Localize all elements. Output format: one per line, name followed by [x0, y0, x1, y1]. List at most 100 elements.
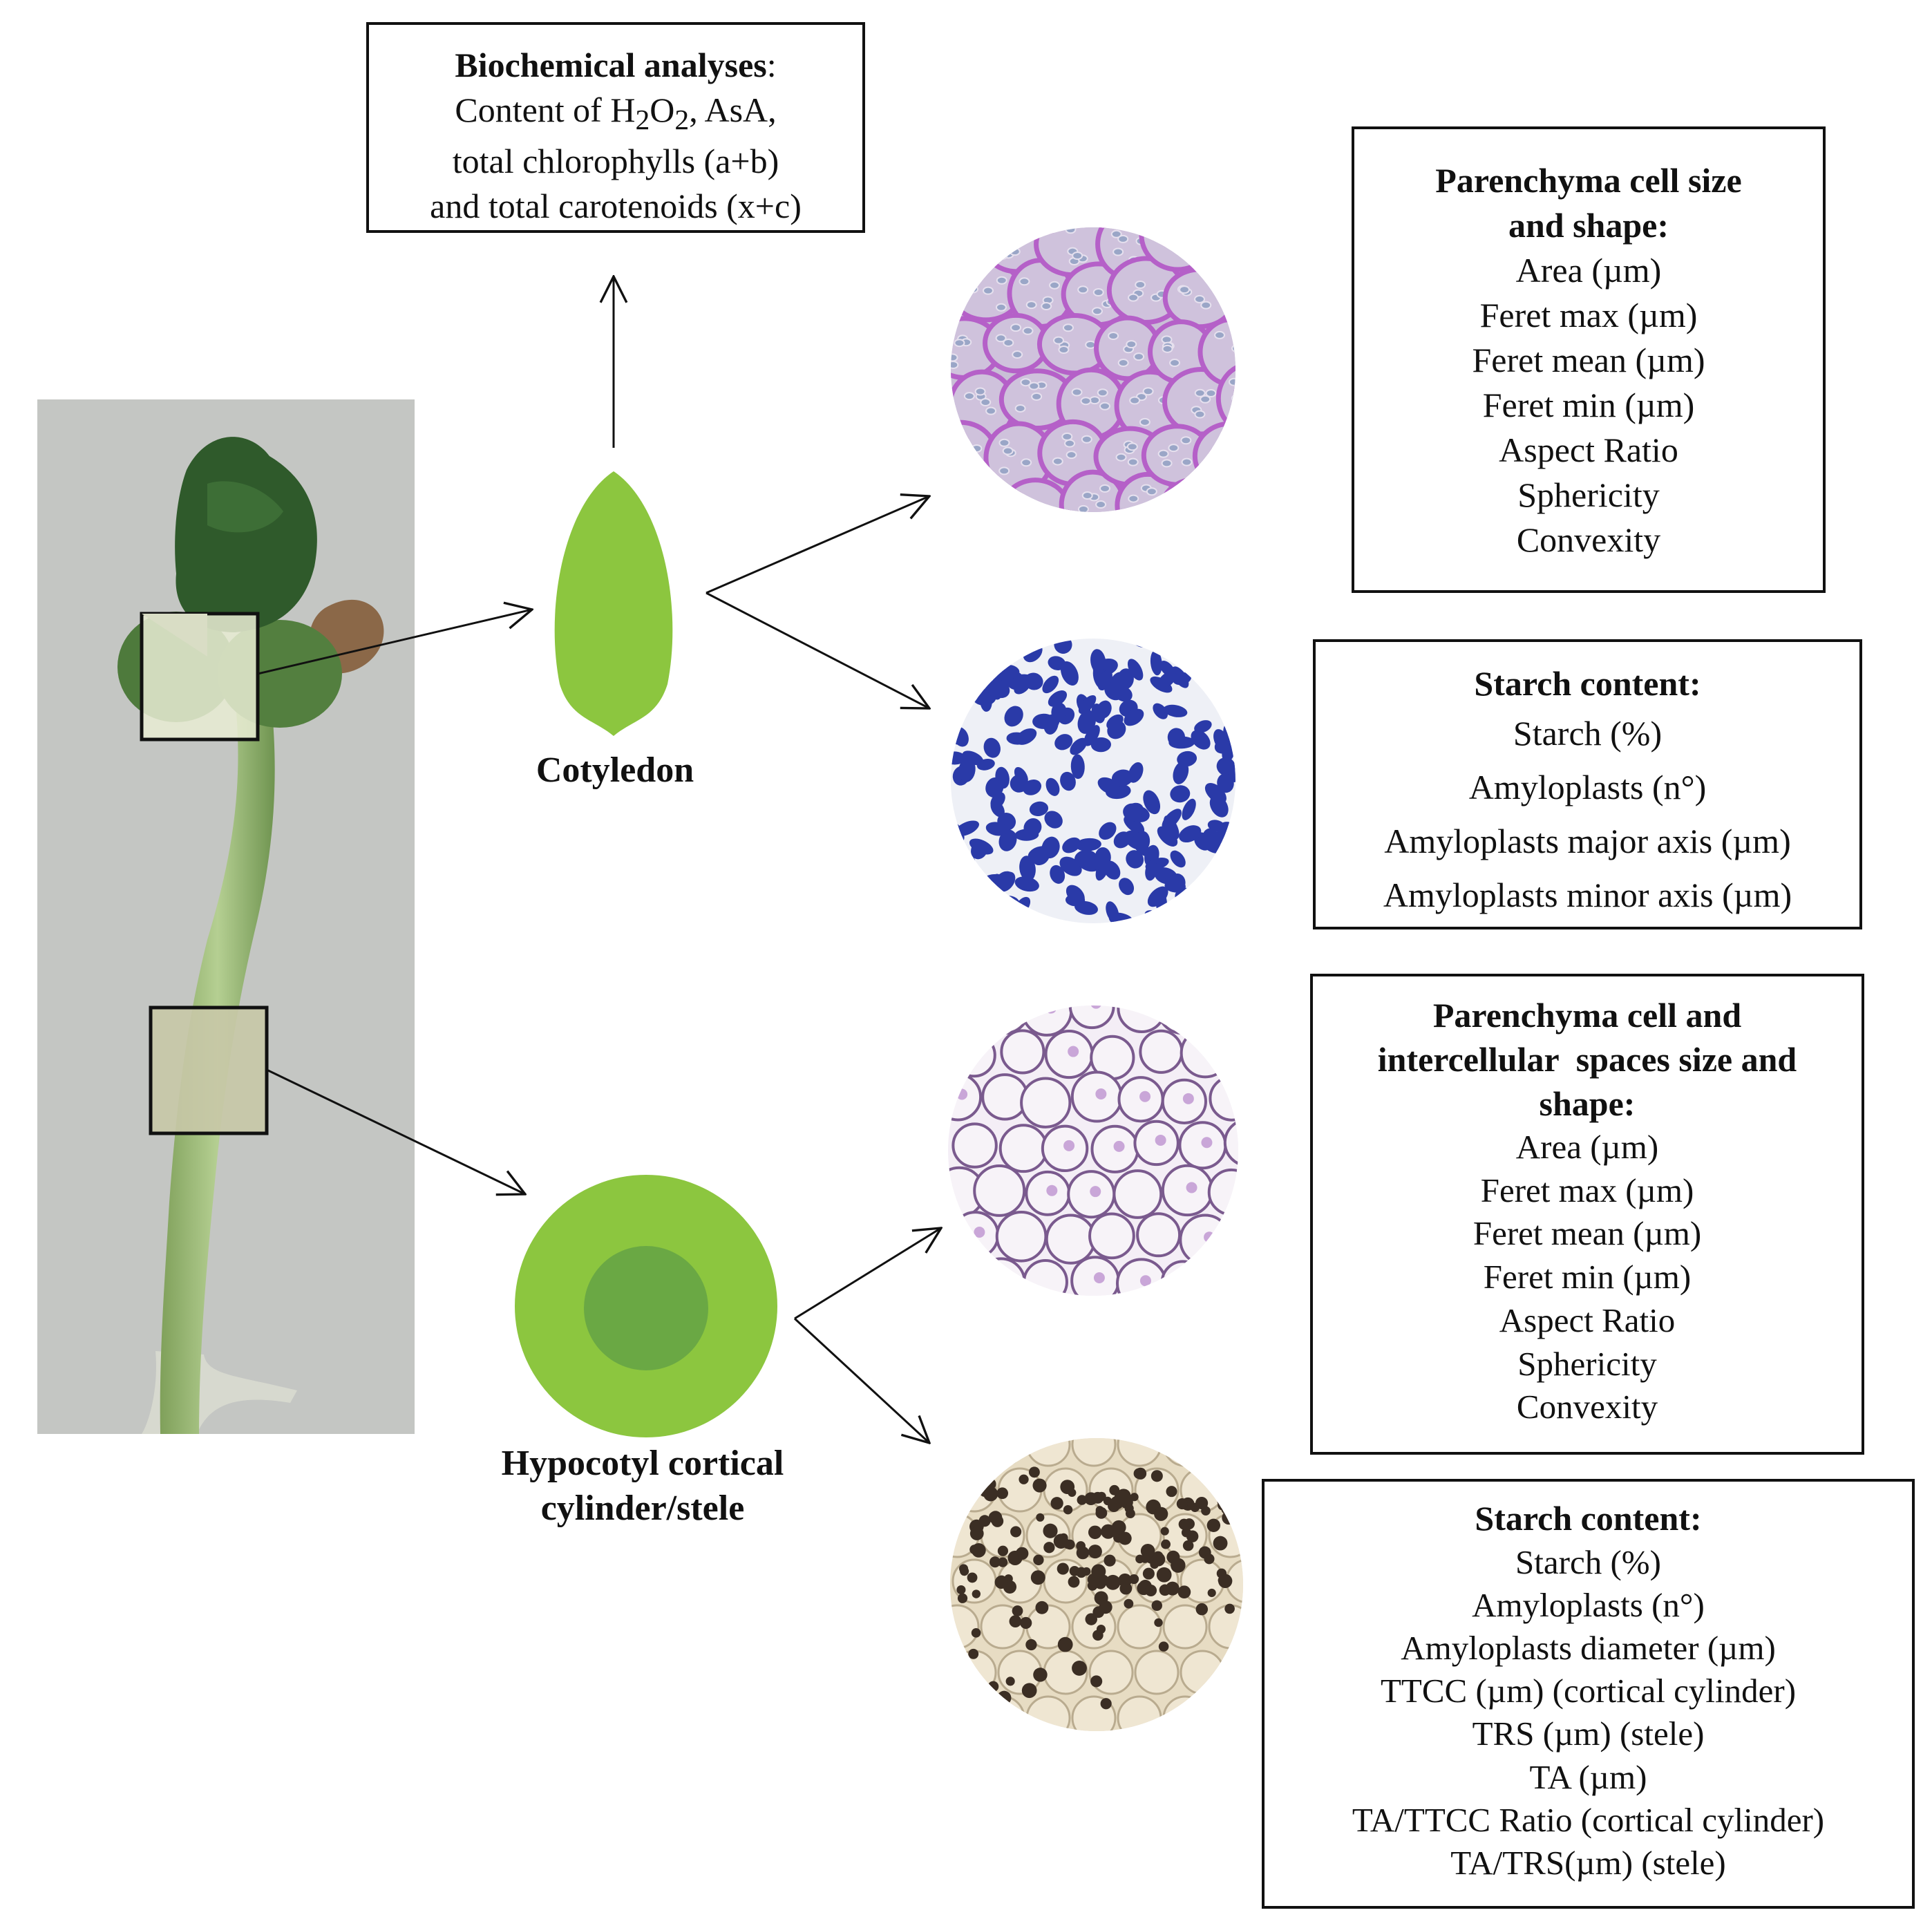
cotyledon-starch-heading: Starch content: [1474, 664, 1701, 703]
amyloplast [976, 892, 1002, 909]
stained-amyloplast [1153, 1551, 1164, 1562]
amyloplast [1106, 901, 1119, 923]
starch-granule [980, 398, 992, 407]
starch-granule [1099, 402, 1110, 410]
stained-amyloplast [1128, 1574, 1139, 1585]
cell-outline [950, 1604, 980, 1650]
stained-amyloplast [1110, 1495, 1124, 1510]
starch-granule [1175, 516, 1185, 522]
amyloplast [1024, 672, 1043, 690]
list-item: TRS (µm) (stele) [1472, 1715, 1705, 1753]
starch-granule [1022, 326, 1034, 335]
amyloplast [1019, 856, 1036, 882]
starch-granule [974, 387, 986, 396]
amyloplast [1045, 777, 1060, 796]
starch-granule [1177, 216, 1186, 223]
starch-granule [1049, 281, 1061, 290]
starch-granule [1041, 302, 1052, 311]
stained-amyloplast [1096, 1624, 1106, 1634]
starch-granule [951, 360, 959, 369]
starch-granule [1247, 277, 1257, 284]
stained-amyloplast [1118, 1531, 1132, 1545]
starch-granule [1065, 227, 1077, 234]
amyloplast [1177, 750, 1197, 767]
starch-granule [1061, 432, 1073, 441]
starch-granule [1080, 397, 1092, 406]
starch-granule [1242, 498, 1252, 504]
amyloplast [1114, 686, 1133, 702]
cell-outline [1209, 1006, 1238, 1030]
starch-granule [1062, 323, 1074, 332]
stained-amyloplast [968, 1472, 983, 1486]
amyloplast [1016, 728, 1037, 745]
stained-amyloplast [1068, 1488, 1077, 1498]
amyloplast [1060, 771, 1076, 791]
stained-amyloplast [1043, 1523, 1058, 1538]
hypocotyl-starch-micrograph [950, 1438, 1243, 1731]
cell-outline [951, 1032, 996, 1078]
cell-outline [1021, 1006, 1073, 1037]
cell-content [1090, 1006, 1102, 1009]
hypocotyl-parenchyma-heading-1: Parenchyma cell and [1432, 996, 1742, 1035]
cotyledon-sample-fold [142, 614, 207, 657]
cell-content [1113, 1140, 1125, 1152]
stained-amyloplast [1150, 1560, 1159, 1569]
list-item: TA/TTCC Ratio (cortical cylinder) [1352, 1800, 1825, 1839]
amyloplast [1127, 659, 1144, 681]
starch-granule [991, 506, 1003, 512]
cell-content [1230, 1090, 1238, 1102]
starch-granule [1181, 457, 1193, 466]
biochemical-heading: Biochemical analyses [455, 46, 767, 84]
starch-granule [951, 441, 958, 450]
starch-granule [1135, 281, 1146, 290]
amyloplast [1143, 790, 1161, 815]
cell-outline [995, 1210, 1048, 1263]
arrow-cotyledon-to-starch [705, 592, 929, 708]
starch-granule [998, 466, 1010, 475]
stained-amyloplast [1204, 1554, 1215, 1565]
stained-amyloplast [996, 1690, 1012, 1706]
stained-amyloplast [960, 1497, 971, 1508]
list-item: Feret max (µm) [1480, 1171, 1694, 1209]
stained-amyloplast [1154, 1507, 1168, 1521]
list-item: Feret max (µm) [1479, 296, 1698, 334]
starch-granule [1108, 332, 1119, 341]
cotyledon-label: Cotyledon [536, 750, 694, 790]
starch-granule [1222, 248, 1234, 257]
amyloplast [1163, 704, 1188, 717]
stained-amyloplast [1025, 1639, 1037, 1651]
stained-amyloplast [1088, 1545, 1102, 1559]
amyloplast [1078, 695, 1097, 715]
biochemical-heading-colon: : [766, 46, 777, 84]
starch-granule [951, 353, 958, 362]
biochemical-line-2: total chlorophylls (a+b) [452, 142, 779, 181]
hypocotyl-parenchyma-micrograph [948, 1006, 1238, 1296]
amyloplast [1150, 650, 1162, 676]
cell-outline [1025, 1695, 1071, 1731]
starch-granule [1003, 338, 1014, 347]
amyloplast [1170, 850, 1186, 868]
list-item: Area (µm) [1515, 1128, 1659, 1166]
stained-amyloplast [1050, 1497, 1063, 1510]
amyloplast [1097, 670, 1112, 691]
stained-amyloplast [1213, 1536, 1228, 1551]
cell-content [958, 1006, 970, 1015]
stained-amyloplast [1227, 1466, 1240, 1480]
stained-amyloplast [1150, 1470, 1163, 1482]
amyloplast [1054, 734, 1073, 750]
stained-amyloplast [1231, 1492, 1243, 1505]
amyloplast [1208, 869, 1229, 891]
stained-amyloplast [1166, 1486, 1177, 1498]
starch-granule [1017, 520, 1027, 527]
cell-outline [950, 1438, 980, 1467]
amyloplast [1220, 699, 1235, 720]
stained-amyloplast [1036, 1513, 1045, 1522]
cell-content [1186, 1182, 1197, 1193]
cell-outline [1180, 1028, 1231, 1079]
hypocotyl-label-line-1: Hypocotyl cortical [501, 1444, 784, 1483]
starch-granule [1175, 504, 1186, 512]
leaf-fold [207, 481, 283, 533]
starch-granule [1127, 457, 1139, 466]
amyloplast [971, 840, 988, 860]
starch-granule [1142, 387, 1154, 396]
